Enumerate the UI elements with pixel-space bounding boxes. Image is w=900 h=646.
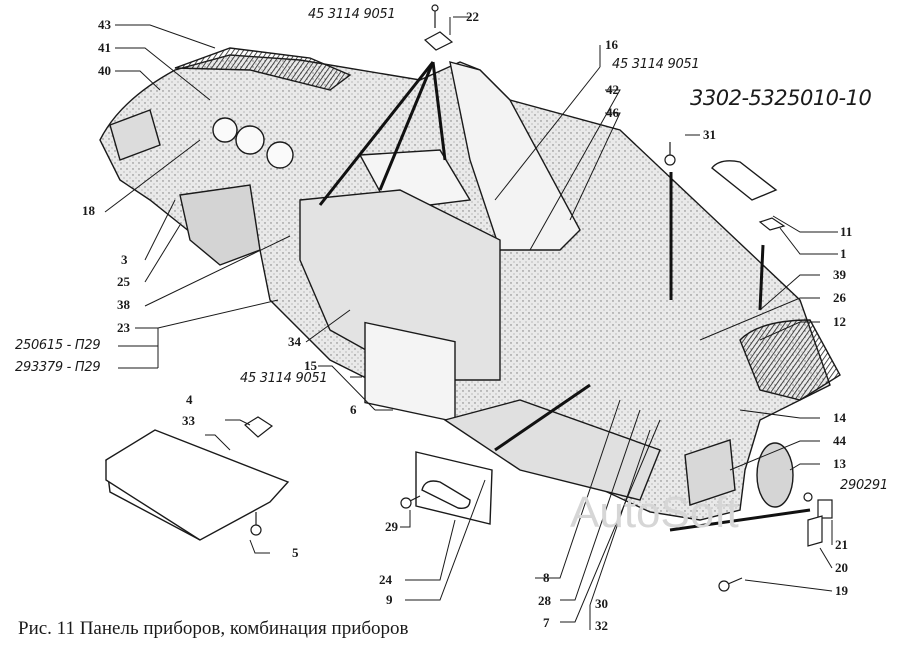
part-number-bolt-23a: 250615 - П29 (15, 338, 101, 353)
callout-6: 6 (350, 402, 357, 417)
callout-31: 31 (703, 127, 716, 142)
leader-lines (104, 16, 838, 630)
instrument-panel (99, 47, 841, 521)
callout-42: 42 (606, 82, 619, 97)
callout-44: 44 (833, 433, 846, 448)
nut-290291 (803, 492, 813, 502)
callout-9: 9 (386, 592, 393, 607)
callout-13: 13 (833, 456, 846, 471)
callout-38: 38 (117, 297, 130, 312)
callout-43: 43 (98, 17, 111, 32)
part-number-screw-22: 45 3114 9051 (308, 7, 396, 22)
callout-20: 20 (835, 560, 848, 575)
assembly-code: 3302-5325010-10 (690, 86, 872, 110)
watermark: AutoSoft (570, 488, 739, 537)
callout-14: 14 (833, 410, 846, 425)
callout-15: 15 (304, 358, 317, 373)
callout-1: 1 (840, 246, 847, 261)
bracket-33 (105, 429, 290, 541)
callout-26: 26 (833, 290, 846, 305)
assembly-arrows (318, 61, 811, 532)
clip-21 (807, 499, 833, 547)
callout-8: 8 (543, 570, 550, 585)
callout-32: 32 (595, 618, 608, 633)
callout-12: 12 (833, 314, 846, 329)
callout-21: 21 (835, 537, 848, 552)
figure-caption: Рис. 11 Панель приборов, комбинация приб… (18, 618, 409, 639)
part-number-bolt-23b: 293379 - П29 (15, 360, 101, 375)
clip-4 (244, 416, 274, 438)
screw-19 (718, 577, 743, 592)
screw-29 (400, 495, 421, 509)
callout-7: 7 (543, 615, 550, 630)
callout-29: 29 (385, 519, 398, 534)
part-number-nut: 290291 (840, 478, 888, 493)
callout-11: 11 (840, 224, 853, 239)
callout-24: 24 (379, 572, 392, 587)
clip-22 (423, 4, 454, 51)
callout-30: 30 (595, 596, 608, 611)
callout-5: 5 (292, 545, 299, 560)
callout-46: 46 (606, 105, 619, 120)
part-number-screw-15: 45 3114 9051 (240, 371, 328, 386)
callout-19: 19 (835, 583, 848, 598)
callout-4: 4 (186, 392, 193, 407)
screw-31 (664, 142, 676, 166)
callout-28: 28 (538, 593, 551, 608)
callout-41: 41 (98, 40, 111, 55)
callout-40: 40 (98, 63, 111, 78)
callout-33: 33 (182, 413, 195, 428)
callout-3: 3 (121, 252, 128, 267)
callout-22: 22 (466, 9, 479, 24)
callout-16: 16 (605, 37, 618, 52)
callout-18: 18 (82, 203, 95, 218)
part-number-screw-16: 45 3114 9051 (612, 57, 700, 72)
callout-23: 23 (117, 320, 130, 335)
callout-34: 34 (288, 334, 301, 349)
hook-plate-9 (415, 451, 493, 525)
callout-25: 25 (117, 274, 130, 289)
callout-39: 39 (833, 267, 846, 282)
clip-1 (758, 217, 786, 231)
cover-11 (711, 160, 778, 201)
screw-5 (250, 512, 262, 536)
